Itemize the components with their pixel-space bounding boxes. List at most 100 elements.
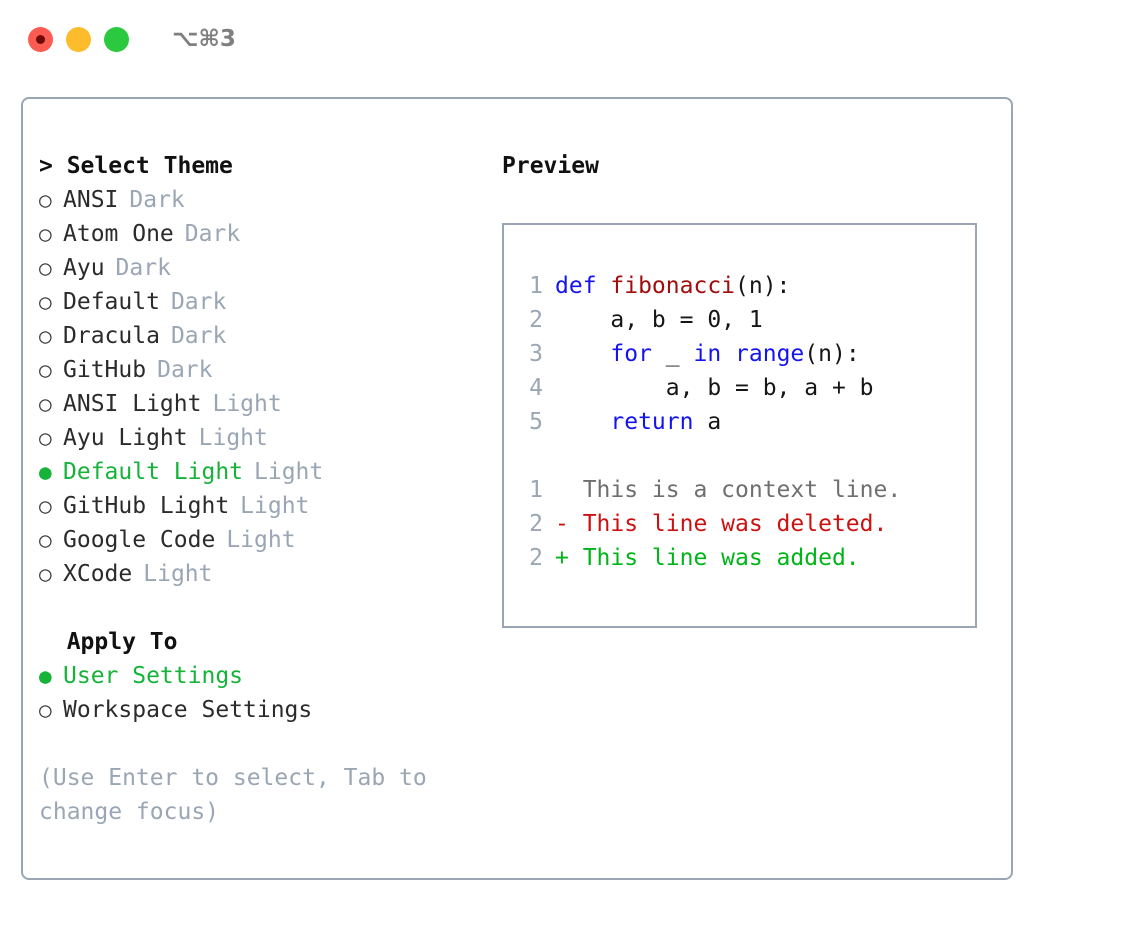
apply-to-header: Apply To (39, 629, 178, 655)
theme-option-label: Google Code (63, 527, 216, 553)
line-number: 3 (529, 341, 543, 367)
code-text: for _ in range(n): (555, 337, 860, 371)
code-text: a, b = b, a + b (555, 371, 874, 405)
theme-option-4[interactable]: ○ Dracula Dark (39, 319, 469, 353)
theme-option-9[interactable]: ○ GitHub Light Light (39, 489, 469, 523)
apply-to-option-list: ● User Settings ○Workspace Settings (39, 659, 469, 727)
radio-selected-icon: ● (39, 664, 52, 688)
radio-unselected-icon: ○ (39, 222, 52, 246)
radio-unselected-icon: ○ (39, 324, 52, 348)
line-number: 5 (529, 409, 543, 435)
title-bar: ⌥⌘3 (0, 0, 1140, 78)
diff-line: 2+ This line was added. (515, 541, 975, 575)
radio-unselected-icon: ○ (39, 392, 52, 416)
apply-option-label: User Settings (63, 663, 244, 689)
diff-text-del: - This line was deleted. (555, 511, 888, 537)
section-spacer (39, 591, 469, 625)
code-text: return a (555, 405, 721, 439)
diff-line: 1 This is a context line. (515, 473, 975, 507)
theme-option-tag: Light (254, 459, 324, 485)
apply-option-0[interactable]: ● User Settings (39, 659, 469, 693)
code-line: 4 a, b = b, a + b (515, 371, 975, 405)
line-number: 1 (529, 477, 543, 503)
radio-unselected-icon: ○ (39, 494, 52, 518)
theme-option-label: Default (63, 289, 160, 315)
radio-unselected-icon: ○ (39, 290, 52, 314)
code-token-kw: range (735, 341, 805, 367)
radio-unselected-icon: ○ (39, 698, 52, 722)
theme-option-2[interactable]: ○ Ayu Dark (39, 251, 469, 285)
radio-unselected-icon: ○ (39, 562, 52, 586)
code-text: def fibonacci(n): (555, 269, 790, 303)
theme-option-10[interactable]: ○ Google Code Light (39, 523, 469, 557)
theme-option-tag: Light (226, 527, 296, 553)
theme-option-tag: Light (198, 425, 268, 451)
code-line: 2 a, b = 0, 1 (515, 303, 975, 337)
window-controls (28, 26, 129, 52)
recording-indicator-dot (36, 34, 45, 44)
theme-option-label: Ayu (63, 255, 105, 281)
theme-option-7[interactable]: ○ Ayu Light Light (39, 421, 469, 455)
line-number: 4 (529, 375, 543, 401)
code-token-plain: (n): (735, 273, 791, 299)
select-theme-header: > Select Theme (39, 153, 233, 179)
keyboard-hint-text: (Use Enter to select, Tab to change focu… (39, 765, 427, 825)
theme-option-label: GitHub Light (63, 493, 230, 519)
radio-unselected-icon: ○ (39, 426, 52, 450)
radio-unselected-icon: ○ (39, 188, 52, 212)
theme-option-label: ANSI Light (63, 391, 202, 417)
maximize-button[interactable] (104, 26, 129, 52)
code-token-plain: a (693, 409, 722, 435)
theme-option-label: Ayu Light (63, 425, 188, 451)
code-token-fn: fibonacci (610, 273, 736, 299)
theme-option-label: Default Light (63, 459, 244, 485)
preview-title: Preview (502, 153, 599, 179)
code-token-kw: in (693, 341, 722, 367)
theme-option-tag: Dark (115, 255, 171, 281)
radio-selected-icon: ● (39, 460, 52, 484)
apply-option-1[interactable]: ○Workspace Settings (39, 693, 469, 727)
radio-unselected-icon: ○ (39, 528, 52, 552)
code-line: 5 return a (515, 405, 975, 439)
code-token-plain: _ (651, 341, 694, 367)
minimize-button[interactable] (66, 26, 91, 52)
code-text: a, b = 0, 1 (555, 303, 763, 337)
radio-unselected-icon: ○ (39, 256, 52, 280)
code-line: 3 for _ in range(n): (515, 337, 975, 371)
code-token-plain: a, b = b, a + b (555, 375, 874, 401)
theme-option-label: XCode (63, 561, 133, 587)
code-token-plain: (n): (804, 341, 860, 367)
keyboard-shortcut-label: ⌥⌘3 (172, 26, 236, 52)
close-button[interactable] (28, 26, 53, 52)
theme-option-tag: Dark (170, 323, 227, 349)
code-token-plain (721, 341, 735, 367)
theme-option-tag: Dark (170, 289, 227, 315)
line-number: 1 (529, 273, 543, 299)
code-token-plain: a, b = 0, 1 (555, 307, 763, 333)
theme-option-label: Dracula (63, 323, 160, 349)
code-token-plain (555, 341, 610, 367)
theme-option-tag: Dark (129, 187, 185, 213)
diff-text-ctx: This is a context line. (555, 477, 902, 503)
theme-option-8[interactable]: ● Default Light Light (39, 455, 469, 489)
code-token-kw: return (610, 409, 694, 435)
diff-text-add: + This line was added. (555, 545, 860, 571)
radio-unselected-icon: ○ (39, 358, 52, 382)
theme-option-3[interactable]: ○ Default Dark (39, 285, 469, 319)
diff-sample: 1 This is a context line. 2 - This line wa… (515, 473, 975, 575)
line-number: 2 (529, 511, 543, 537)
theme-option-label: Atom One (63, 221, 174, 247)
theme-option-tag: Light (240, 493, 310, 519)
code-line: 1 def fibonacci(n): (515, 269, 975, 303)
